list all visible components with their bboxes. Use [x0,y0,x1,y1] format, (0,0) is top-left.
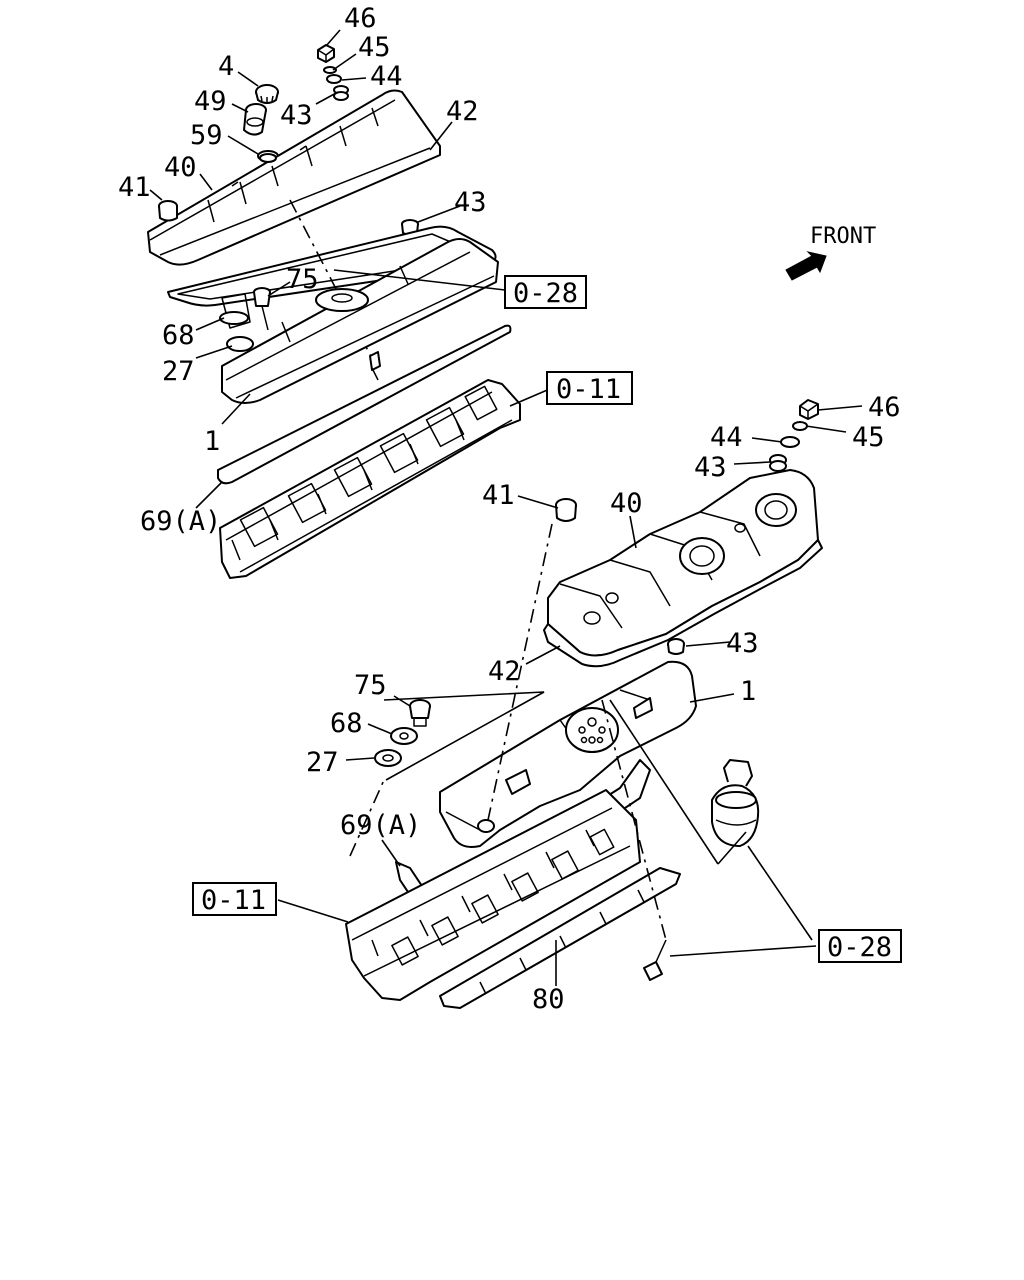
bottom-callout-69a: 69(A) [340,810,421,841]
top-callout-4: 4 [218,51,234,82]
bottom-callout-45: 45 [852,422,885,453]
ref-box-top-011[interactable]: 0-11 [546,371,633,405]
bottom-callout-43b: 43 [726,628,759,659]
bottom-washer-68 [390,727,418,745]
top-leaders [149,29,553,509]
ref-top-011-label: 0-11 [556,374,621,405]
bottom-washer-45 [792,421,808,431]
top-bolt-75 [253,287,271,331]
bottom-bolt-75 [409,699,431,727]
bottom-callout-43a: 43 [694,452,727,483]
top-callout-42: 42 [446,96,479,127]
top-callout-1: 1 [204,426,220,457]
bottom-plug-41 [555,498,577,522]
top-screw [369,351,381,381]
bottom-callout-40: 40 [610,488,643,519]
top-callout-68: 68 [162,320,195,351]
bottom-gasket-42 [543,539,823,668]
front-indicator: FRONT [785,224,876,281]
top-washer-44 [326,74,342,84]
ref-bottom-011-label: 0-11 [201,885,266,916]
bottom-washer-44 [780,436,800,448]
bottom-cylinder-head [345,789,641,1001]
top-washer-45 [323,66,337,74]
top-callout-75: 75 [286,264,319,295]
bottom-callout-46: 46 [868,392,901,423]
top-washer-68 [219,293,251,329]
top-assembly [147,29,553,579]
top-callout-43b: 43 [454,187,487,218]
bottom-gasket-80 [439,867,681,1009]
front-arrow-icon [785,251,827,281]
ref-box-top-028[interactable]: 0-28 [504,275,587,309]
top-rocker-cover-1 [221,238,499,404]
top-callout-45: 45 [358,32,391,63]
bottom-nut-46 [799,399,819,420]
bottom-pcv-valve [711,759,760,847]
top-callout-69a: 69(A) [140,506,221,537]
top-callout-27: 27 [162,356,195,387]
top-callout-49: 49 [194,86,227,117]
bottom-grommet-43 [769,454,787,472]
top-callout-46: 46 [344,3,377,34]
top-callout-41: 41 [118,172,151,203]
ref-box-bottom-011[interactable]: 0-11 [192,882,277,916]
top-breather-49 [243,103,267,136]
top-rocker-cover-40 [147,89,441,266]
top-plug-41 [158,200,178,222]
bottom-callout-68: 68 [330,708,363,739]
bottom-rocker-cover-1 [439,660,697,848]
bottom-callouts: 46 44 45 43 41 40 43 42 75 1 68 27 69(A)… [306,392,901,1015]
bottom-callout-42: 42 [488,656,521,687]
top-callout-43a: 43 [280,100,313,131]
top-nut-46 [317,44,335,63]
front-label: FRONT [810,224,876,249]
bottom-callout-41: 41 [482,480,515,511]
bottom-leaders [277,405,863,986]
ref-bottom-028-label: 0-28 [827,932,892,963]
bottom-assembly [277,399,863,1009]
bottom-callout-27: 27 [306,747,339,778]
bottom-bolt-028 [643,939,667,981]
top-callout-40: 40 [164,152,197,183]
ref-top-028-label: 0-28 [513,278,578,309]
top-callouts: 46 45 44 4 49 43 42 59 40 41 43 75 68 27… [118,3,487,537]
top-callout-44: 44 [370,61,403,92]
top-callout-59: 59 [190,120,223,151]
ref-box-bottom-028[interactable]: 0-28 [818,929,902,963]
top-gasket-69a [217,324,512,485]
top-seal-27 [226,336,254,352]
bottom-callout-80: 80 [532,984,565,1015]
bottom-grommet-43b [667,638,685,655]
bottom-callout-44: 44 [710,422,743,453]
top-oil-cap-4 [255,84,279,104]
bottom-seal-27 [374,749,402,767]
bottom-callout-1: 1 [740,676,756,707]
top-cylinder-head [219,379,521,579]
bottom-callout-75: 75 [354,670,387,701]
